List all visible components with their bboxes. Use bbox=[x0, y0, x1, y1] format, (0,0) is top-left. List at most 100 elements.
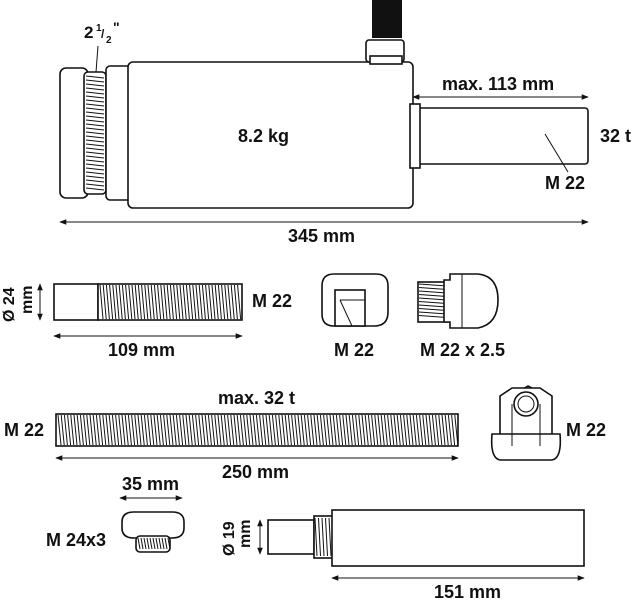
thread-line bbox=[380, 414, 385, 446]
thread-line bbox=[233, 284, 238, 320]
thread-line bbox=[342, 414, 347, 446]
thread-line bbox=[422, 414, 427, 446]
thread-line bbox=[217, 284, 222, 320]
thread-line bbox=[438, 414, 443, 446]
thread-line bbox=[230, 414, 235, 446]
thread-line bbox=[441, 414, 446, 446]
adapter-thread-lines bbox=[418, 283, 448, 318]
thread-line bbox=[275, 414, 280, 446]
thread-line bbox=[198, 414, 203, 446]
thread-line bbox=[127, 414, 132, 446]
extension-diameter-unit: mm bbox=[237, 520, 254, 548]
thread-line bbox=[268, 414, 273, 446]
thread-line bbox=[179, 414, 184, 446]
thread-line bbox=[60, 414, 65, 446]
thread-line bbox=[172, 414, 177, 446]
thread-line bbox=[76, 414, 81, 446]
thread-line bbox=[131, 414, 136, 446]
thread-line bbox=[185, 284, 190, 320]
thread-line bbox=[134, 414, 139, 446]
thread-line bbox=[313, 414, 318, 446]
saddle-head bbox=[121, 511, 185, 539]
thread-line bbox=[166, 284, 171, 320]
hex-nut-label: M 22 bbox=[566, 420, 606, 440]
thread-line bbox=[284, 414, 289, 446]
thread-line bbox=[335, 414, 340, 446]
thread-line bbox=[403, 414, 408, 446]
saddle-thread-label: M 24x3 bbox=[46, 530, 106, 550]
thread-line bbox=[198, 284, 203, 320]
thread-line bbox=[259, 414, 264, 446]
adapter: M 22 x 2.5 bbox=[417, 273, 505, 360]
collar-thread-lines bbox=[85, 75, 105, 191]
thread-line bbox=[85, 143, 105, 147]
thread-line bbox=[387, 414, 392, 446]
thread-line bbox=[425, 414, 430, 446]
thread-line bbox=[111, 414, 116, 446]
thread-line bbox=[418, 304, 448, 308]
thread-line bbox=[237, 284, 242, 320]
thread-line bbox=[351, 414, 356, 446]
thread-line bbox=[192, 284, 197, 320]
thread-line bbox=[367, 414, 372, 446]
thread-line bbox=[102, 414, 107, 446]
thread-line bbox=[153, 414, 158, 446]
short-threaded-rod: Ø 24 mm M 22 109 mm bbox=[1, 283, 292, 360]
thread-line bbox=[281, 414, 286, 446]
collar-thread-size-slash: / bbox=[101, 27, 105, 41]
thread-line bbox=[173, 284, 178, 320]
thread-line bbox=[57, 414, 62, 446]
thread-line bbox=[163, 284, 168, 320]
cylinder-rod-thread-leader bbox=[544, 133, 569, 173]
cap-nut-bore-diag bbox=[339, 299, 353, 327]
thread-line bbox=[224, 284, 229, 320]
thread-line bbox=[358, 414, 363, 446]
thread-line bbox=[155, 537, 159, 550]
thread-line bbox=[239, 414, 244, 446]
extension-length: 151 mm bbox=[434, 582, 501, 600]
thread-line bbox=[140, 537, 144, 550]
thread-line bbox=[85, 131, 105, 135]
thread-line bbox=[85, 95, 105, 99]
thread-line bbox=[149, 537, 153, 550]
thread-line bbox=[63, 414, 68, 446]
thread-line bbox=[121, 284, 126, 320]
thread-line bbox=[227, 414, 232, 446]
thread-line bbox=[85, 167, 105, 171]
thread-line bbox=[85, 127, 105, 131]
thread-line bbox=[131, 284, 136, 320]
thread-line bbox=[451, 414, 456, 446]
thread-line bbox=[137, 537, 141, 550]
thread-line bbox=[179, 284, 184, 320]
long-rod-thread-lines bbox=[57, 414, 459, 446]
thread-line bbox=[303, 414, 308, 446]
short-rod-diameter-unit: mm bbox=[19, 286, 36, 314]
thread-line bbox=[166, 414, 171, 446]
thread-line bbox=[188, 414, 193, 446]
adapter-label: M 22 x 2.5 bbox=[420, 340, 505, 360]
thread-line bbox=[278, 414, 283, 446]
thread-line bbox=[143, 537, 147, 550]
extension-diameter: Ø 19 bbox=[221, 521, 238, 556]
piston-rod-collar bbox=[409, 103, 421, 169]
thread-line bbox=[325, 517, 328, 557]
thread-line bbox=[85, 119, 105, 123]
thread-line bbox=[314, 517, 318, 557]
thread-line bbox=[415, 414, 420, 446]
thread-line bbox=[182, 284, 187, 320]
short-rod-diameter: Ø 24 bbox=[1, 287, 18, 322]
thread-line bbox=[195, 414, 200, 446]
extension-thread-lines bbox=[314, 517, 332, 557]
thread-line bbox=[223, 414, 228, 446]
thread-line bbox=[86, 414, 91, 446]
thread-line bbox=[158, 537, 162, 550]
thread-line bbox=[454, 414, 459, 446]
thread-line bbox=[115, 284, 120, 320]
thread-line bbox=[85, 183, 105, 187]
thread-line bbox=[85, 147, 105, 151]
thread-line bbox=[164, 537, 168, 550]
thread-line bbox=[243, 414, 248, 446]
thread-line bbox=[85, 187, 105, 191]
thread-line bbox=[85, 115, 105, 119]
thread-line bbox=[435, 414, 440, 446]
